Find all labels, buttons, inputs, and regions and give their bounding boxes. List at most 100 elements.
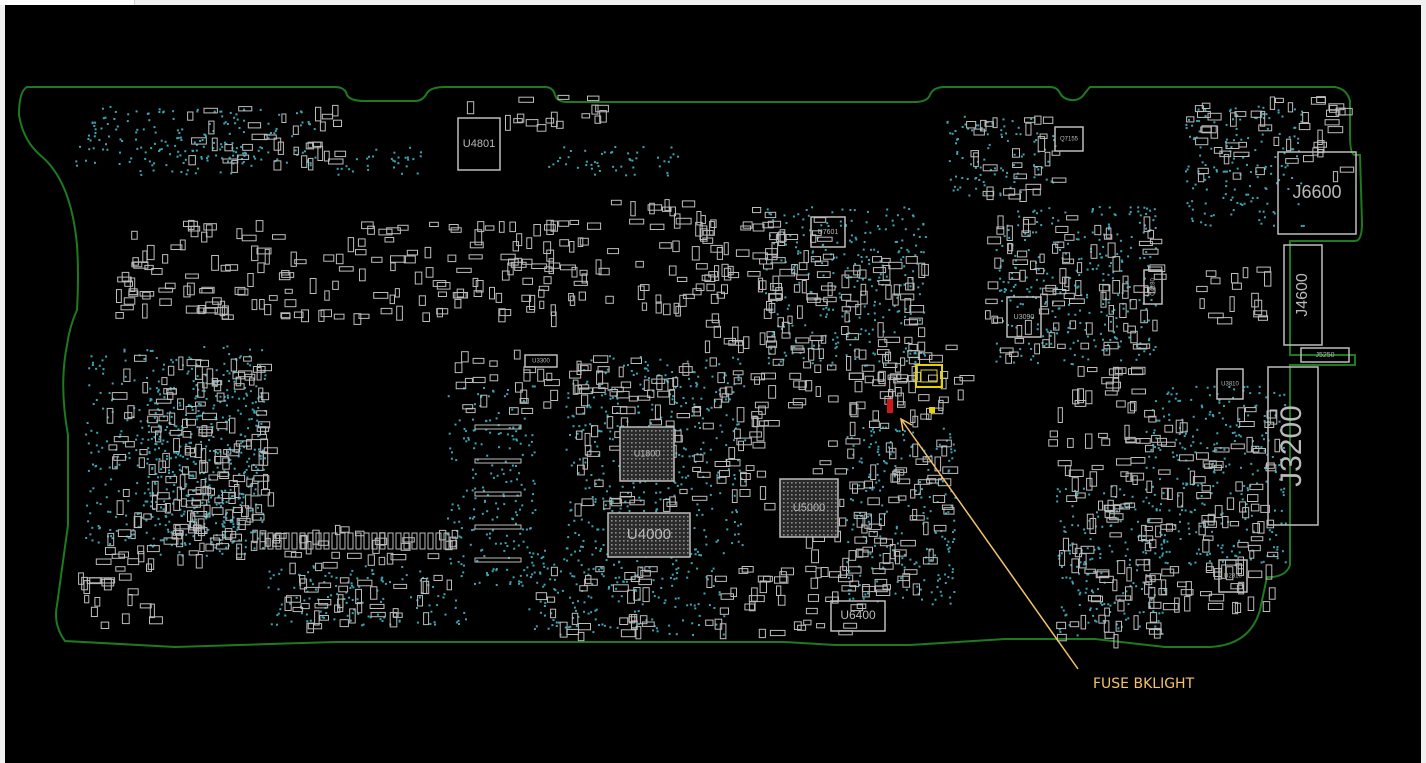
passive-component xyxy=(390,554,407,561)
passive-component xyxy=(1147,287,1156,294)
pad-dot xyxy=(303,599,306,602)
pad-dot xyxy=(805,209,808,211)
pad-dot xyxy=(1273,391,1276,394)
pad-dot xyxy=(1236,167,1239,170)
pad-dot xyxy=(882,316,885,319)
ball-pad xyxy=(639,478,641,480)
ball-pad xyxy=(651,438,653,440)
pad-dot xyxy=(204,477,207,480)
passive-component xyxy=(256,410,268,416)
pad-dot xyxy=(771,334,774,337)
pad-dot xyxy=(570,553,573,556)
pad-dot xyxy=(1225,170,1228,173)
pad-dot xyxy=(136,128,139,131)
pad-dot xyxy=(793,346,796,349)
pad-dot xyxy=(587,595,590,598)
component-j5250[interactable]: J5250 xyxy=(1300,347,1350,363)
component-u1800[interactable]: U1800 xyxy=(619,426,675,482)
component-u3090[interactable]: U3090 xyxy=(1006,296,1042,338)
passive-component xyxy=(1129,401,1137,412)
pad-dot xyxy=(352,586,355,589)
passive-component xyxy=(216,421,228,430)
passive-component xyxy=(904,319,919,326)
pad-dot xyxy=(180,470,183,472)
ball-pad xyxy=(623,466,625,468)
pad-dot xyxy=(715,623,718,626)
pad-dot xyxy=(177,150,180,153)
pad-dot xyxy=(698,554,701,556)
pad-dot xyxy=(1278,420,1281,423)
passive-component xyxy=(868,523,882,531)
pad-dot xyxy=(178,464,181,467)
pad-dot xyxy=(1240,466,1242,469)
passive-component xyxy=(1204,463,1213,469)
passive-component xyxy=(985,298,998,305)
pad-dot xyxy=(244,546,247,549)
pad-dot xyxy=(1162,492,1165,495)
component-j6600[interactable]: J6600 xyxy=(1277,151,1357,235)
pad-dot xyxy=(931,603,934,606)
passive-component xyxy=(318,599,332,606)
pad-dot xyxy=(610,151,613,154)
pad-dot xyxy=(1050,180,1053,183)
pad-dot xyxy=(471,517,474,520)
pad-dot xyxy=(161,539,164,542)
port-pin xyxy=(315,532,322,550)
pad-dot xyxy=(1142,581,1145,584)
pad-dot xyxy=(953,529,956,532)
passive-component xyxy=(1105,227,1112,239)
pad-dot xyxy=(208,459,211,462)
pad-dot xyxy=(237,155,239,158)
pad-dot xyxy=(1233,431,1236,434)
component-u4801[interactable]: U4801 xyxy=(457,117,501,171)
pad-dot xyxy=(267,151,270,154)
pad-dot xyxy=(1279,429,1282,432)
pad-dot xyxy=(1050,342,1053,345)
passive-component xyxy=(142,291,151,300)
pad-dot xyxy=(1091,231,1094,234)
pad-dot xyxy=(250,418,253,420)
passive-component xyxy=(510,261,527,268)
passive-component xyxy=(633,587,641,601)
viewer-tab[interactable] xyxy=(0,0,135,5)
ball-pad xyxy=(643,458,645,460)
passive-component xyxy=(535,592,548,601)
passive-component xyxy=(129,277,136,292)
component-u7601[interactable]: U7601 xyxy=(810,216,846,248)
component-q7155[interactable]: Q7155 xyxy=(1054,126,1084,152)
pad-dot xyxy=(157,424,160,427)
component-j4600[interactable]: J4600 xyxy=(1283,244,1323,346)
pad-dot xyxy=(205,517,208,520)
passive-component xyxy=(710,219,717,228)
pad-dot xyxy=(167,530,170,533)
component-c4180[interactable]: C4180 xyxy=(1143,269,1163,305)
passive-component xyxy=(571,612,579,625)
component-j3200[interactable]: J3200 xyxy=(1267,366,1319,526)
pad-dot xyxy=(936,501,939,503)
passive-component xyxy=(1085,322,1093,335)
passive-component xyxy=(147,558,155,570)
passive-component xyxy=(228,480,238,488)
component-u3810[interactable]: U3810 xyxy=(1216,368,1244,400)
pad-dot xyxy=(898,430,901,433)
passive-component xyxy=(158,287,174,293)
passive-component xyxy=(163,537,179,545)
passive-component xyxy=(307,623,323,630)
passive-component xyxy=(357,238,366,247)
pad-dot xyxy=(867,592,869,595)
pad-dot xyxy=(147,488,150,491)
pad-dot xyxy=(1199,553,1202,555)
pad-dot xyxy=(1220,547,1223,550)
pad-dot xyxy=(617,600,620,603)
pad-dot xyxy=(567,156,570,159)
passive-component xyxy=(1109,532,1122,538)
pad-dot xyxy=(111,382,114,385)
passive-component xyxy=(236,553,246,560)
passive-component xyxy=(1339,107,1353,116)
pad-dot xyxy=(207,155,210,158)
pad-dot xyxy=(467,436,470,439)
pad-dot xyxy=(1225,123,1228,126)
pad-dot xyxy=(456,530,459,532)
component-u3300[interactable]: U3300 xyxy=(524,354,558,368)
